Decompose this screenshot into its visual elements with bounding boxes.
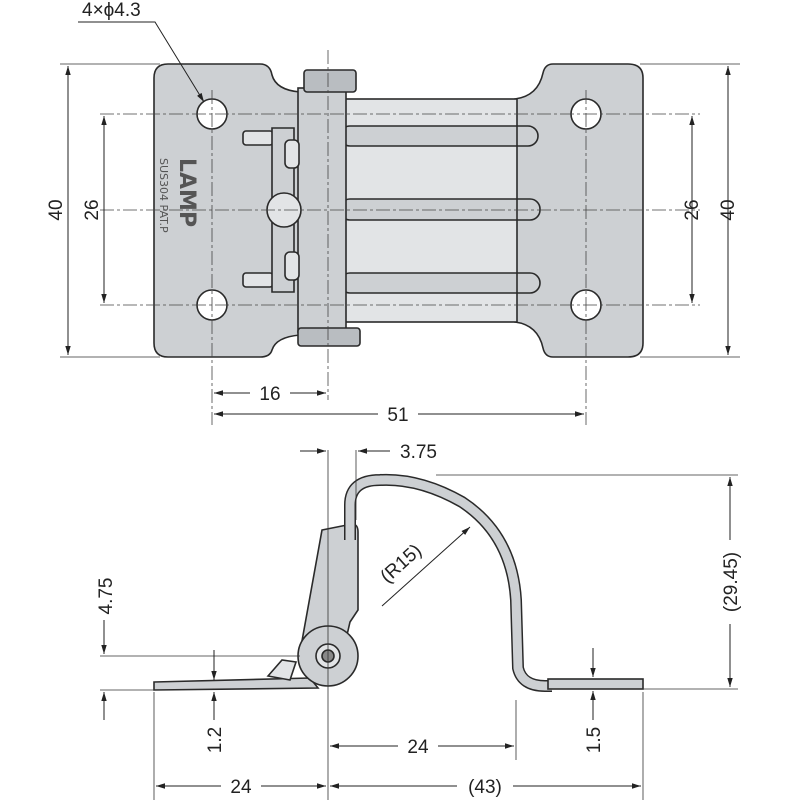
dim-height-right: 40 [718, 199, 739, 220]
latch-rod-upper [242, 130, 274, 146]
knuckle-cap-top [303, 69, 357, 93]
dim-left-leaf: 24 [230, 777, 252, 798]
dim-hole-pitch-right: 26 [682, 199, 703, 220]
dim-pin-height: 4.75 [96, 578, 117, 615]
dim-thickness-left: 1.2 [205, 727, 226, 753]
dim-hole-to-hole: 51 [387, 405, 408, 426]
dim-hole-pitch-left: 26 [82, 199, 103, 220]
knuckle-cap-bottom [297, 327, 361, 347]
dim-right-inner: 24 [407, 737, 429, 758]
spring-bar-top [339, 125, 539, 147]
right-flat-leaf [547, 678, 644, 690]
spring-bar-bottom [339, 272, 541, 294]
stamp-brand: LAMP [174, 158, 199, 227]
stamp-material: SUS304 PAT.P [157, 158, 170, 233]
dim-thickness-right: 1.5 [584, 727, 605, 753]
spring-bar-middle [339, 198, 541, 221]
dim-total-height: (29.45) [721, 552, 742, 612]
top-view: LAMP SUS304 PAT.P 40 26 26 40 16 51 [46, 0, 740, 426]
hole-callout-leader [78, 21, 205, 103]
dim-offset: 3.75 [400, 442, 437, 463]
dim-height-left: 40 [46, 199, 67, 220]
dim-right-overall: (43) [468, 777, 502, 798]
dim-radius: (R15) [377, 540, 426, 587]
dim-line-radius [381, 526, 471, 607]
left-flat-leaf [153, 677, 320, 691]
dim-hole-to-pin: 16 [259, 384, 280, 405]
hole-spec-callout: 4×ϕ4.3 [82, 0, 141, 21]
latch-rod-lower [242, 272, 274, 288]
side-view: 3.75 (R15) (29.45) 4.75 1.2 1.5 24 24 (4… [96, 442, 743, 800]
right-leaf-plate [514, 63, 644, 358]
